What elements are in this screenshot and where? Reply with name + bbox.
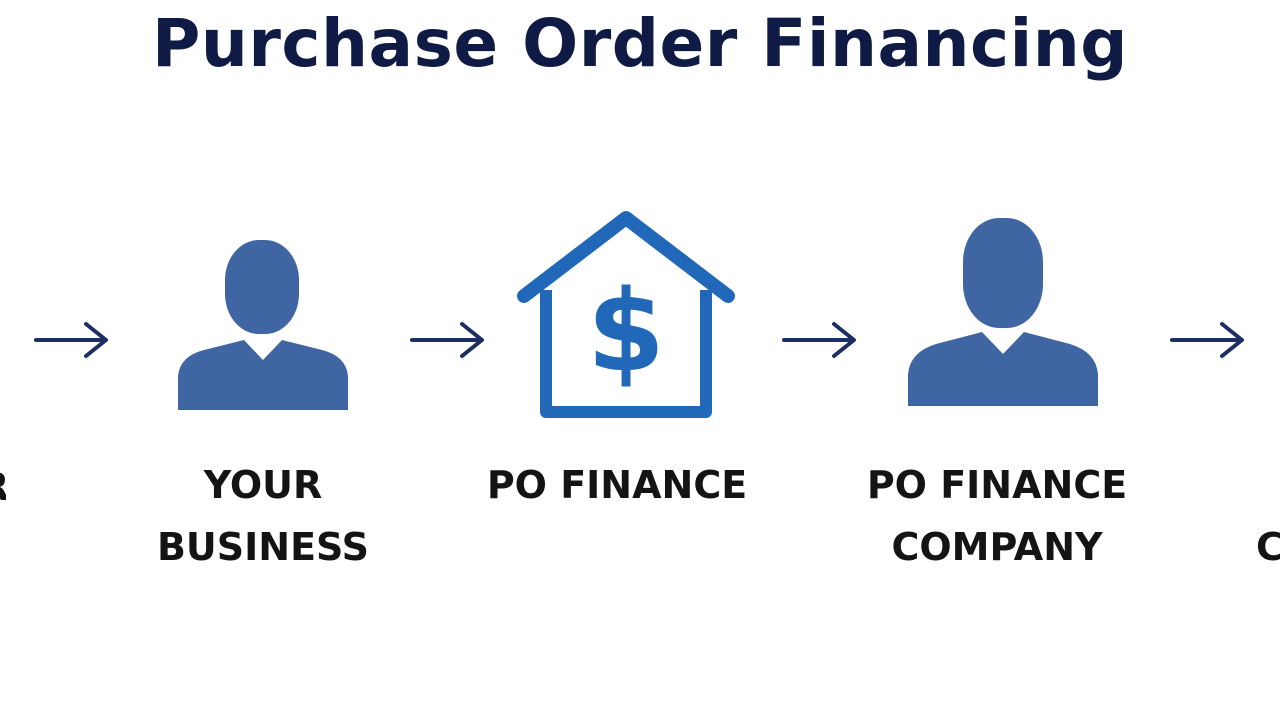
person-icon	[908, 218, 1098, 406]
offscreen-label-right: C	[1256, 525, 1280, 569]
step-label-line: BUSINESS	[156, 525, 370, 569]
step-label-your-business: YOUR BUSINESS	[113, 454, 413, 578]
person-icon	[178, 240, 348, 410]
offscreen-label-left: R	[0, 460, 6, 514]
step-label-line: COMPANY	[891, 525, 1103, 569]
step-label-line: PO FINANCE	[866, 463, 1128, 507]
diagram-title: Purchase Order Financing	[152, 5, 1128, 82]
step-label-po-finance-company: PO FINANCE COMPANY	[847, 454, 1147, 578]
dollar-sign-icon: $	[587, 267, 665, 397]
house-dollar-icon: $	[517, 211, 735, 418]
flow-arrow-1	[34, 322, 108, 358]
flow-arrow-3	[782, 322, 856, 358]
step-label-po-finance: PO FINANCE	[467, 454, 767, 516]
step-label-line: YOUR	[203, 463, 323, 507]
flow-arrow-2	[410, 322, 484, 358]
flow-arrow-4	[1170, 322, 1244, 358]
step-label-line: PO FINANCE	[486, 463, 748, 507]
